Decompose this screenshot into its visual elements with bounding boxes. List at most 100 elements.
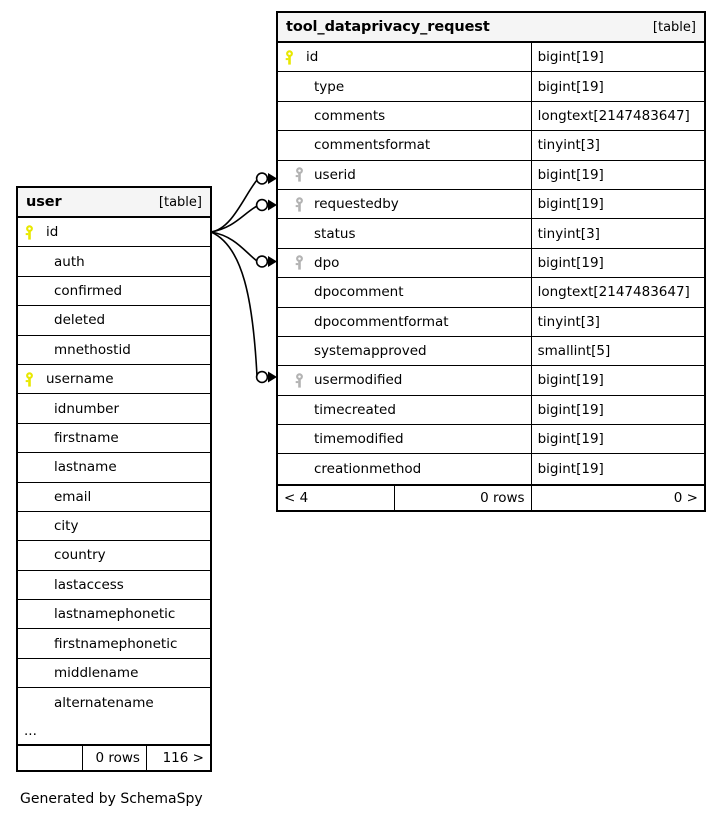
table-name: user [26,194,62,210]
column-type: bigint[19] [530,454,704,484]
footer-row-count: 0 rows [393,485,531,510]
column-type: tinyint[3] [530,307,704,336]
table-row[interactable]: deleted [18,306,210,336]
table-row[interactable]: city [18,512,210,542]
relationship-edge-requestedby [210,205,258,233]
column-name-cell: userid [278,161,531,189]
column-name-cell: commentsformat [278,131,531,159]
column-name-cell: idnumber [18,394,210,422]
table-row[interactable]: lastnamephonetic [18,600,210,630]
relationship-endpoint-userid [255,172,269,185]
table-row[interactable]: auth [18,247,210,277]
foreign-key-icon [278,373,308,388]
table-footer-user: 0 rows 116 > [18,743,210,770]
table-row[interactable]: creationmethod bigint[19] [278,454,704,484]
column-name-cell: city [18,512,210,540]
footer-prev-page[interactable]: < 4 [284,489,309,506]
column-name-cell: firstnamephonetic [18,629,210,657]
table-row[interactable]: lastaccess [18,571,210,601]
column-name-cell: requestedby [278,190,531,218]
column-name: timemodified [314,431,404,448]
table-row[interactable]: alternatename [18,688,210,717]
table-row[interactable]: middlename [18,659,210,689]
foreign-key-icon [278,196,308,212]
table-row[interactable]: idnumber [18,394,210,424]
relationship-edge-usermodified [210,231,258,377]
column-name: firstname [54,429,119,446]
column-name: confirmed [54,282,123,299]
column-name: timecreated [314,401,396,418]
column-name-cell: usermodified [278,366,531,394]
column-name-cell: lastnamephonetic [18,600,210,628]
relationship-endpoint-usermodified [255,370,269,384]
table-row[interactable]: timecreated bigint[19] [278,395,704,426]
column-name: comments [314,107,386,124]
column-name: lastnamephonetic [54,606,176,623]
column-type: bigint[19] [530,43,704,72]
column-type: longtext[2147483647] [530,278,704,307]
column-type: bigint[19] [530,160,704,189]
table-row[interactable]: username [18,365,210,395]
column-type: bigint[19] [530,395,704,425]
table-row[interactable]: firstname [18,424,210,454]
column-name: userid [314,166,356,183]
diagram-caption: Generated by SchemaSpy [20,791,203,807]
column-name-cell: auth [18,247,210,275]
column-name: deleted [54,312,106,329]
column-name: systemapproved [314,343,427,360]
column-name: alternatename [54,694,154,711]
column-type: tinyint[3] [530,131,704,160]
column-name-cell: middlename [18,659,210,687]
column-name-cell: id [278,43,531,71]
column-name-cell: lastname [18,453,210,481]
table-row[interactable]: confirmed [18,277,210,307]
column-name-cell: timecreated [278,396,531,424]
table-row[interactable]: country [18,541,210,571]
column-name-cell: comments [278,102,531,130]
column-name: country [54,547,106,564]
column-name: lastname [54,459,117,476]
column-name-cell: status [278,219,531,247]
column-name-cell: type [278,72,531,100]
footer-prev-page[interactable] [18,746,82,770]
column-name: middlename [54,665,139,682]
table-row[interactable]: lastname [18,453,210,483]
footer-next-page[interactable]: 116 > [145,745,210,770]
table-row[interactable]: firstnamephonetic [18,629,210,659]
table-row[interactable]: dpocomment longtext[2147483647] [278,278,704,308]
column-name: creationmethod [314,461,422,478]
column-name: id [46,224,59,241]
column-type: bigint[19] [530,72,704,101]
table-row[interactable]: mnethostid [18,336,210,365]
column-name: dpocomment [314,284,404,301]
column-name: status [314,225,356,242]
table-row[interactable]: email [18,483,210,512]
column-name: dpo [314,254,340,271]
column-name-cell: creationmethod [278,454,531,483]
table-row[interactable]: dpocommentformat tinyint[3] [278,307,704,337]
column-name-cell: alternatename [18,688,210,717]
table-truncation-marker: ... [24,722,37,739]
column-name: idnumber [54,400,120,417]
table-row[interactable]: id [18,218,210,248]
table-row[interactable]: userid bigint[19] [278,160,704,190]
primary-key-icon [18,371,40,387]
table-kind-label: [table] [652,19,696,35]
column-name-cell: email [18,483,210,511]
column-name: dpocommentformat [314,313,449,330]
footer-row-count: 0 rows [81,745,146,770]
footer-next-page[interactable]: 0 > [530,485,704,510]
